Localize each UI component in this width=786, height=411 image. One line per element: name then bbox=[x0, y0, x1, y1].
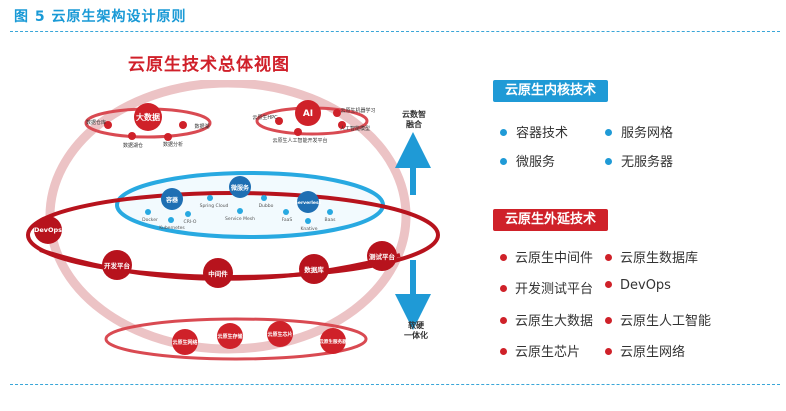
devplatform-node bbox=[102, 250, 132, 280]
bullet-dot-icon bbox=[605, 317, 612, 324]
inner-label-knative: Knative bbox=[300, 226, 317, 232]
container-hub-label: 容器 bbox=[165, 196, 179, 204]
storage-node bbox=[217, 323, 243, 349]
storage-node-label: 云原生存储 bbox=[217, 333, 242, 340]
ext-item: 云原生人工智能 bbox=[605, 310, 711, 329]
ext-item: 云原生数据库 bbox=[605, 247, 698, 266]
chip-node-label: 云原生芯片 bbox=[267, 331, 292, 338]
ext-item: 云原生中间件 bbox=[500, 247, 593, 266]
core-item: 服务网格 bbox=[605, 122, 673, 141]
core-item: 容器技术 bbox=[500, 122, 568, 141]
ai-sub-2: 云原生机器学习 bbox=[340, 107, 375, 114]
bullet-dot-icon bbox=[500, 317, 507, 324]
devplatform-node-label: 开发平台 bbox=[104, 261, 131, 270]
bullet-dot-icon bbox=[500, 254, 507, 261]
inner-label-spring: Spring Cloud bbox=[200, 203, 229, 209]
up-label-2: 融合 bbox=[406, 119, 423, 129]
inner-label-docker: Docker bbox=[142, 217, 158, 223]
bigdata-node bbox=[134, 103, 162, 131]
bullet-dot-icon bbox=[605, 348, 612, 355]
middleware-node-label: 中间件 bbox=[208, 269, 228, 278]
database-node bbox=[299, 254, 329, 284]
bullet-dot-icon bbox=[500, 129, 507, 136]
bigdata-sub-2: 数据湖 bbox=[194, 123, 209, 130]
bottom-divider bbox=[10, 384, 780, 385]
database-node-label: 数据库 bbox=[304, 265, 324, 274]
bullet-dot-icon bbox=[500, 285, 507, 292]
ai-sub-1: 云原生HPC bbox=[252, 114, 278, 121]
container-hub bbox=[161, 188, 183, 210]
testplatform-node bbox=[367, 241, 397, 271]
ext-item: DevOps bbox=[605, 278, 671, 293]
inner-label-crio: CRI-O bbox=[184, 219, 197, 225]
serverless-hub bbox=[297, 191, 319, 213]
ext-item: 云原生网络 bbox=[605, 341, 685, 360]
inner-label-faas: FaaS bbox=[282, 217, 293, 223]
bullet-dot-icon bbox=[605, 129, 612, 136]
ai-sub-3: 人工智能模型 bbox=[340, 125, 370, 132]
devops-node bbox=[34, 216, 62, 244]
bottom-ring bbox=[104, 317, 368, 361]
bullet-dot-icon bbox=[605, 158, 612, 165]
bullet-dot-icon bbox=[500, 158, 507, 165]
bigdata-label: 大数据 bbox=[136, 112, 160, 122]
ext-item: 云原生芯片 bbox=[500, 341, 580, 360]
diagram-title: 云原生技术总体视图 bbox=[128, 55, 290, 75]
serverless-hub-label: Serverless bbox=[295, 200, 322, 206]
bigdata-sub-4: 数据分析 bbox=[163, 141, 183, 148]
ext-tech-heading: 云原生外延技术 bbox=[493, 209, 608, 231]
server-node bbox=[320, 328, 346, 354]
ext-item: 开发测试平台 bbox=[500, 278, 593, 297]
up-label-1: 云数智 bbox=[402, 109, 426, 119]
network-node-label: 云原生网络 bbox=[172, 339, 197, 346]
bigdata-sub-3: 数据湖仓 bbox=[123, 142, 143, 149]
ai-node bbox=[295, 100, 321, 126]
figure-title: 图 5 云原生架构设计原则 bbox=[14, 9, 187, 25]
bigdata-sub-1: 数据仓库 bbox=[86, 119, 106, 126]
core-tech-heading: 云原生内核技术 bbox=[493, 80, 608, 102]
middleware-node bbox=[203, 258, 233, 288]
ai-sub-4: 云原生人工智能开发平台 bbox=[272, 137, 327, 144]
architecture-diagram: 云数智 融合 软硬 一体化 大数据 数据仓库 数据湖 数据湖仓 数据分析 AI … bbox=[26, 80, 440, 361]
inner-label-mesh: Service Mesh bbox=[225, 216, 255, 222]
top-divider bbox=[10, 31, 780, 32]
microservice-hub-label: 微服务 bbox=[230, 184, 250, 192]
bullet-dot-icon bbox=[605, 254, 612, 261]
core-item: 无服务器 bbox=[605, 151, 673, 170]
bullet-dot-icon bbox=[500, 348, 507, 355]
server-node-label: 云原生服务器 bbox=[319, 338, 347, 345]
down-label-1: 软硬 bbox=[408, 320, 425, 330]
inner-label-k8s: Kubernetes bbox=[159, 225, 185, 231]
down-label-2: 一体化 bbox=[404, 330, 428, 340]
devops-node-label: DevOps bbox=[34, 226, 62, 234]
chip-node bbox=[267, 321, 293, 347]
bullet-dot-icon bbox=[605, 281, 612, 288]
microservice-hub bbox=[229, 176, 251, 198]
testplatform-node-label: 测试平台 bbox=[369, 252, 396, 261]
inner-label-dubbo: Dubbo bbox=[259, 203, 274, 209]
ai-label: AI bbox=[303, 109, 313, 119]
ext-item: 云原生大数据 bbox=[500, 310, 593, 329]
network-node bbox=[172, 329, 198, 355]
core-item: 微服务 bbox=[500, 151, 555, 170]
inner-label-baas: Baas bbox=[325, 217, 337, 223]
